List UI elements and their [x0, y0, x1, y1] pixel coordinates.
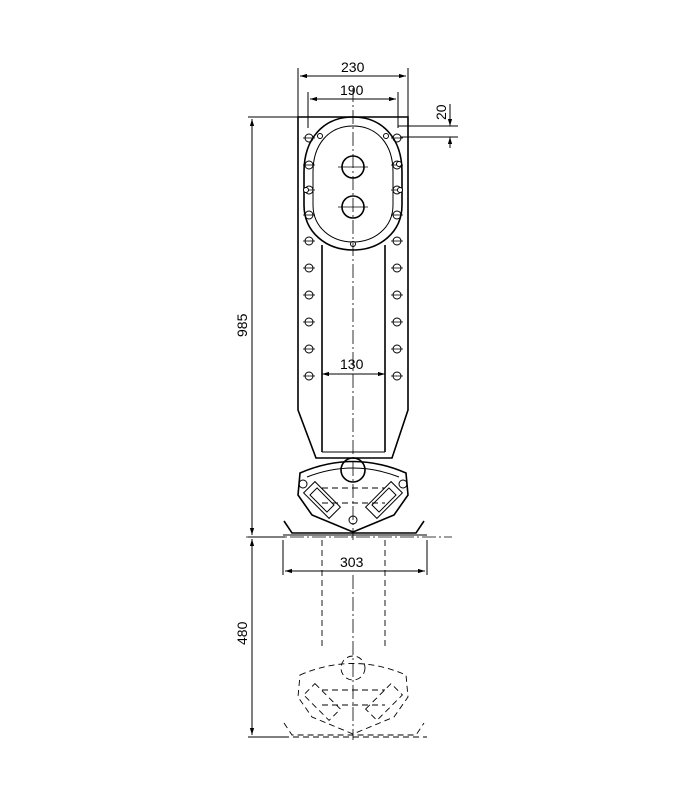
- dim-label-retracted-height: 480: [234, 621, 250, 645]
- dimension-inner-width: 190: [307, 82, 399, 128]
- housing-screw-1: [317, 133, 323, 139]
- outer-plate: [297, 116, 409, 459]
- bolt-left-6: [303, 263, 315, 273]
- bolt-left-7: [303, 290, 315, 300]
- bolt-left-9: [303, 344, 315, 354]
- base-shoe: [283, 520, 427, 536]
- bolt-right-7: [391, 290, 403, 300]
- housing-screw-3: [303, 187, 309, 193]
- dimension-base-width: 303: [282, 540, 428, 575]
- bolt-right-10: [391, 371, 403, 381]
- bolt-left-8: [303, 317, 315, 327]
- bolt-left-10: [303, 371, 315, 381]
- dim-label-overall-height: 985: [234, 313, 250, 337]
- dim-label-inner-width: 190: [340, 82, 364, 98]
- hydraulic-cylinder-left: [302, 480, 342, 520]
- foot-pivot-pin: [340, 457, 366, 483]
- bolt-right-6: [391, 263, 403, 273]
- dim-label-offset: 20: [433, 104, 449, 120]
- dim-label-base-width: 303: [340, 554, 364, 570]
- retracted-column-phantom: [321, 540, 386, 740]
- housing-screw-4: [397, 187, 403, 193]
- dimension-retracted-height: 480: [234, 539, 285, 738]
- bolt-left-5: [303, 236, 315, 246]
- housing-screw-6: [396, 161, 402, 167]
- dim-label-top-width: 230: [341, 59, 365, 75]
- bolt-right-5: [391, 236, 403, 246]
- foot-assembly: [297, 457, 409, 533]
- foot-bolt-bottom: [348, 515, 358, 525]
- inner-column: [321, 245, 386, 453]
- bolt-right-8: [391, 317, 403, 327]
- dimension-offset: 20: [398, 104, 458, 148]
- dimension-overall-height: 985: [234, 116, 310, 538]
- hydraulic-cylinder-right: [364, 480, 404, 520]
- housing-screw-2: [383, 133, 389, 139]
- bolt-right-9: [391, 344, 403, 354]
- foot-bolt-right: [398, 479, 408, 489]
- foot-bolt-left: [298, 479, 308, 489]
- dim-label-column-width: 130: [340, 356, 364, 372]
- dimension-column-width: 130: [322, 356, 385, 377]
- retracted-foot-phantom: [283, 655, 427, 738]
